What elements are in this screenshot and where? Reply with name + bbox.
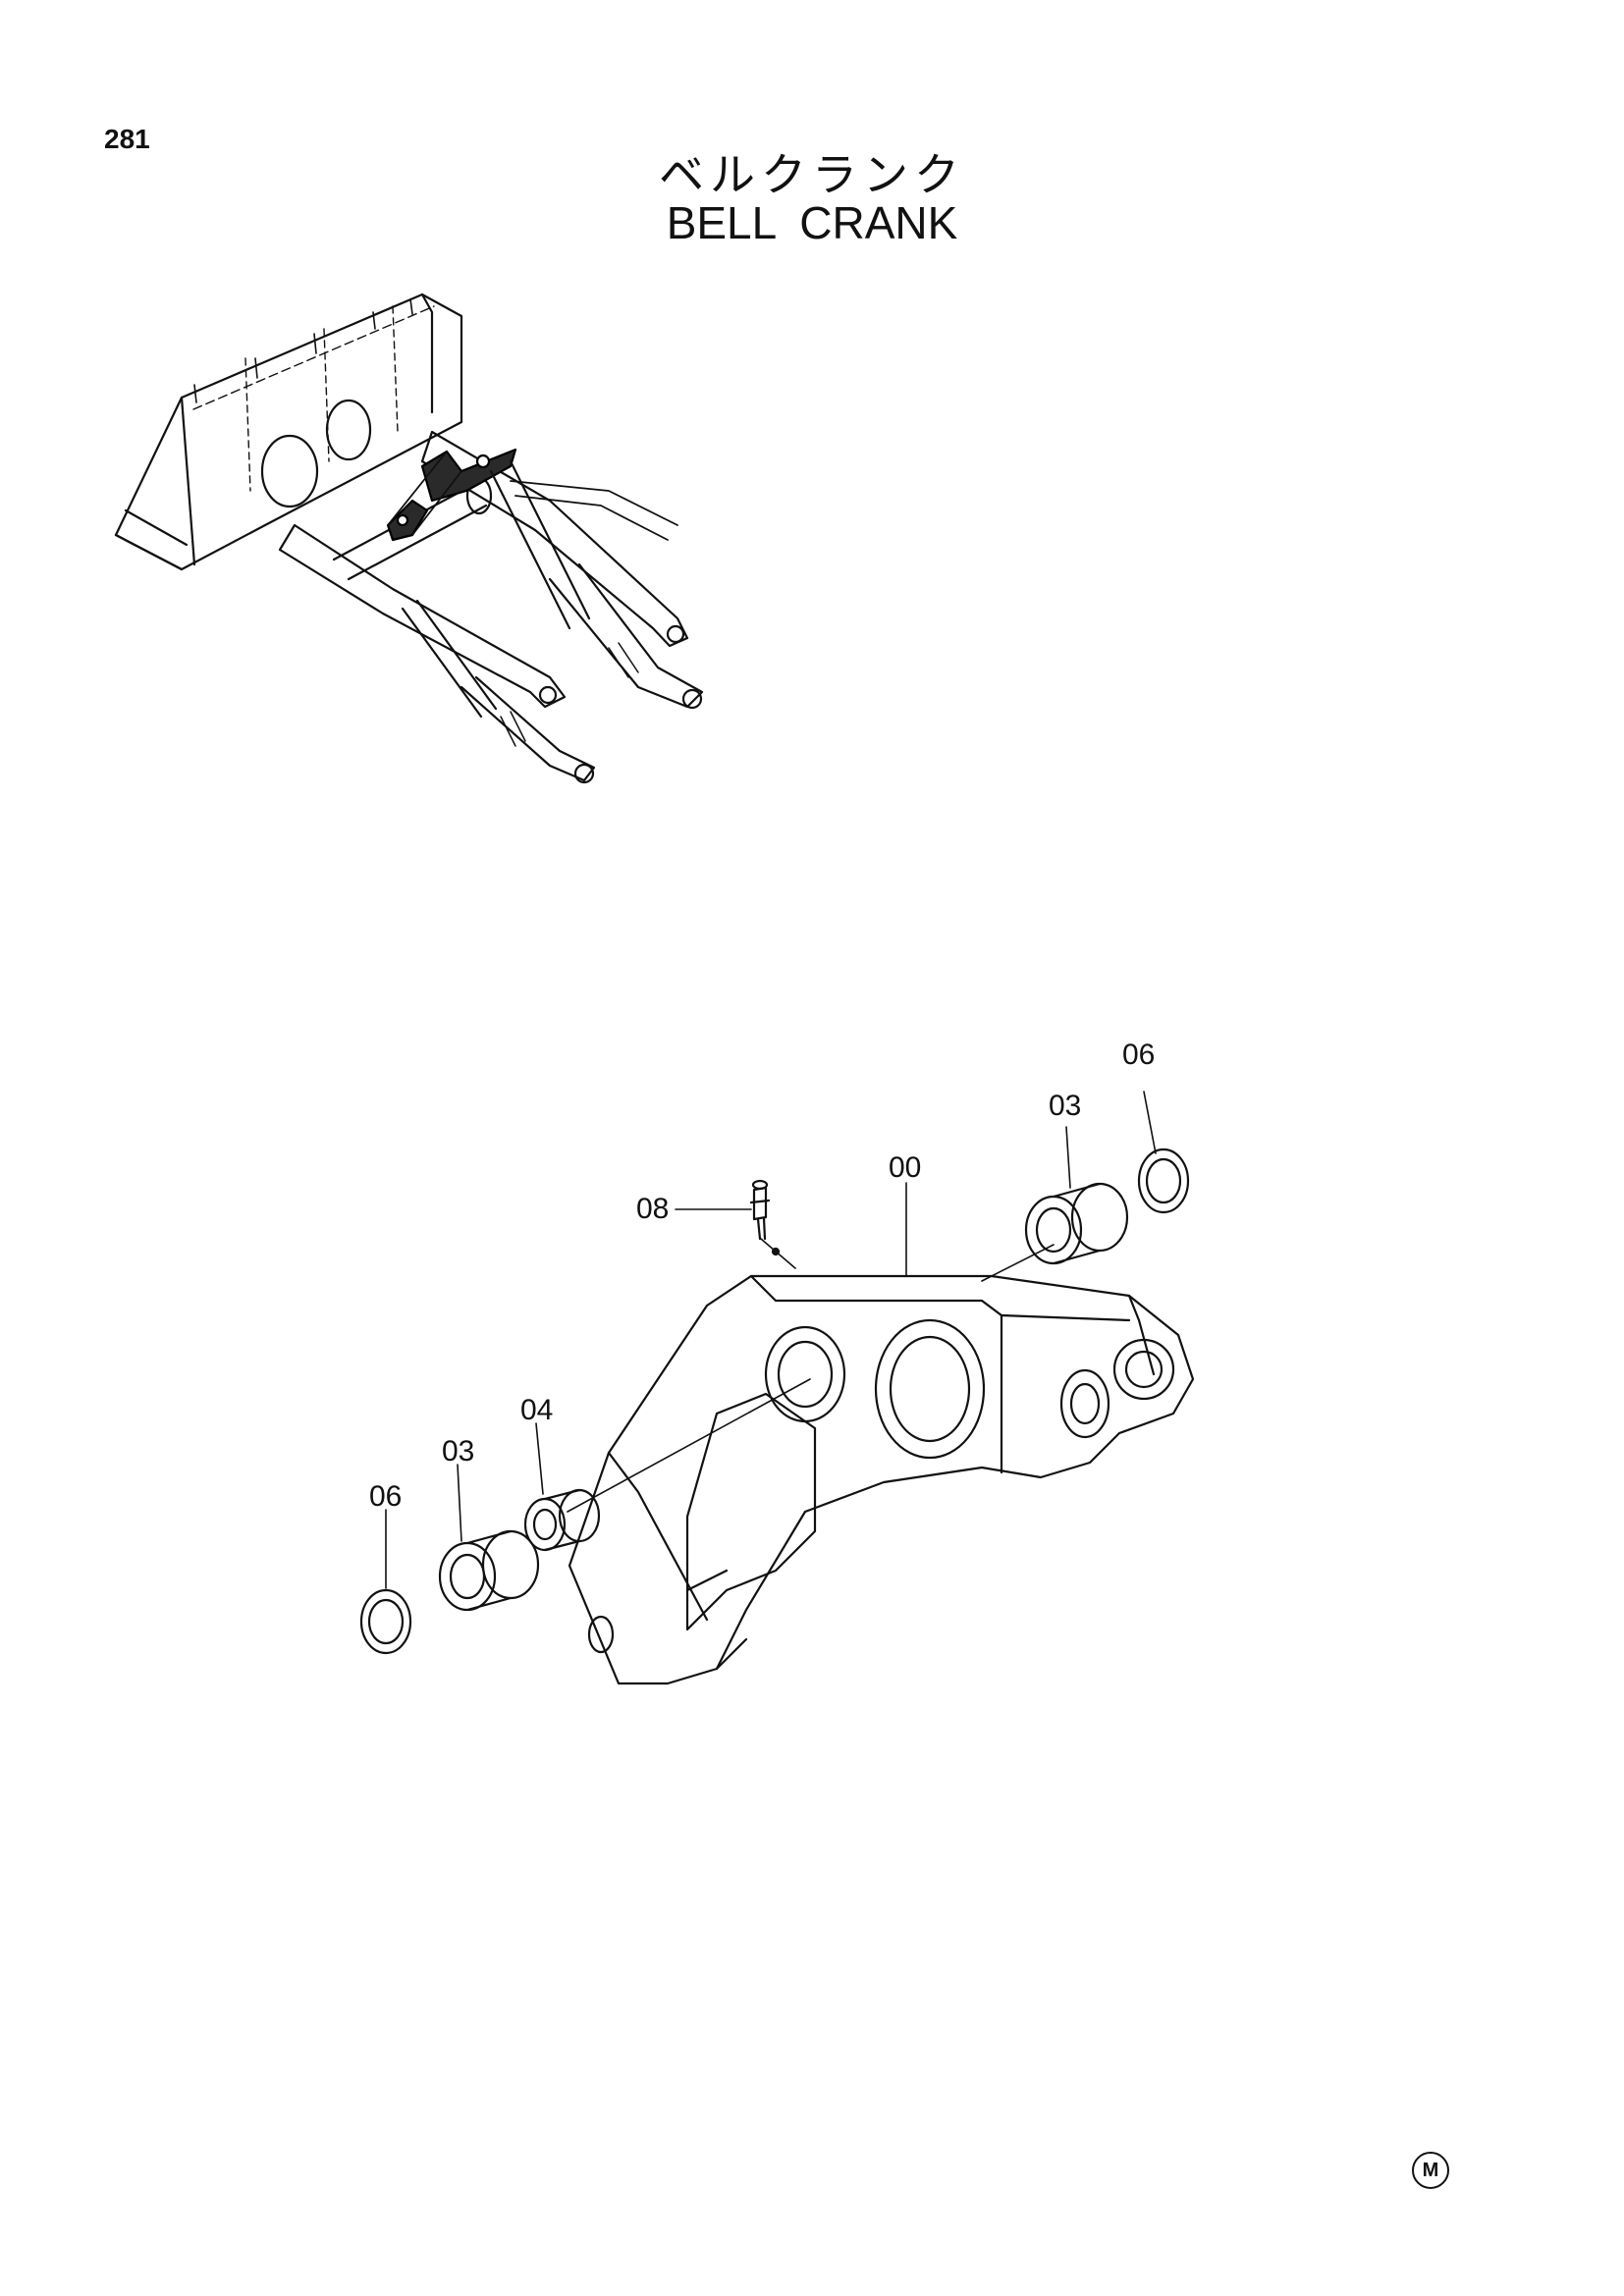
- callout-00: 00: [889, 1151, 922, 1184]
- title-japanese: ベルクランク: [659, 148, 965, 201]
- bushing-left: [438, 1529, 540, 1612]
- right-boom-arm: [420, 430, 689, 648]
- circled-m-mark: M: [1412, 2152, 1449, 2189]
- bell-crank-body: [568, 1247, 1195, 1685]
- leader-lines: [385, 1091, 1157, 1589]
- callout-06-left: 06: [369, 1480, 403, 1513]
- grease-fitting: [749, 1179, 771, 1241]
- callout-08: 08: [636, 1193, 670, 1225]
- lift-cylinder: [401, 599, 596, 784]
- bell-crank-highlight: [386, 448, 517, 542]
- left-boom-arm: [278, 523, 567, 709]
- link-pivot: [325, 399, 372, 461]
- page-number: 281: [104, 124, 150, 154]
- pin-bushing-04: [523, 1488, 601, 1552]
- bucket-pivot: [260, 434, 319, 508]
- tilt-cylinder: [489, 459, 704, 710]
- overview-front-attachment: [114, 293, 704, 784]
- bushing-right: [1024, 1182, 1129, 1265]
- callout-03-right: 03: [1049, 1090, 1082, 1122]
- seal-ring-right: [1137, 1148, 1190, 1214]
- callout-03-left: 03: [442, 1435, 475, 1468]
- callout-04: 04: [520, 1394, 554, 1426]
- seal-ring-left: [359, 1588, 412, 1655]
- bucket-drawing: [114, 293, 463, 571]
- callout-06-right: 06: [1122, 1039, 1156, 1071]
- title-english: BELL CRANK: [666, 197, 958, 248]
